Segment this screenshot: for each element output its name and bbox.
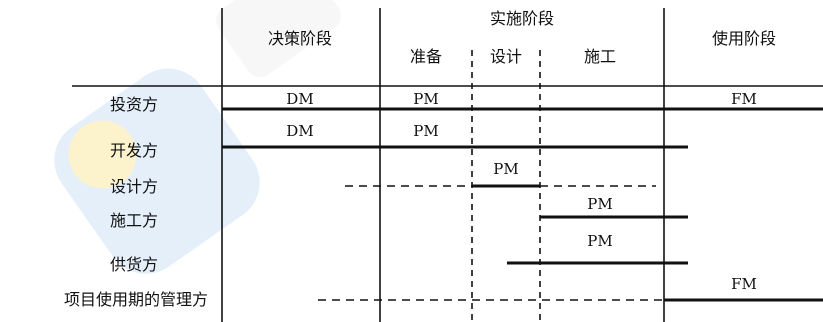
role-developer: 开发方 <box>110 141 158 160</box>
developer-dm-tag: DM <box>286 122 313 140</box>
supplier-pm-tag: PM <box>587 232 612 250</box>
investor-dm-tag: DM <box>286 90 313 108</box>
role-supplier: 供货方 <box>110 255 158 274</box>
constructor-pm-tag: PM <box>587 195 612 213</box>
role-investor: 投资方 <box>110 95 158 114</box>
header-prep: 准备 <box>410 47 442 66</box>
investor-fm-tag: FM <box>731 90 757 108</box>
header-use: 使用阶段 <box>712 29 776 48</box>
header-implementation: 实施阶段 <box>490 9 554 28</box>
manager-fm-tag: FM <box>731 275 757 293</box>
header-decision: 决策阶段 <box>268 29 332 48</box>
designer-pm-tag: PM <box>493 160 518 178</box>
role-manager: 项目使用期的管理方 <box>64 290 208 309</box>
developer-pm-tag: PM <box>413 122 438 140</box>
header-construction: 施工 <box>584 47 616 66</box>
role-constructor: 施工方 <box>110 211 158 230</box>
role-designer: 设计方 <box>110 177 158 196</box>
header-design: 设计 <box>490 47 522 66</box>
investor-pm-tag: PM <box>413 90 438 108</box>
